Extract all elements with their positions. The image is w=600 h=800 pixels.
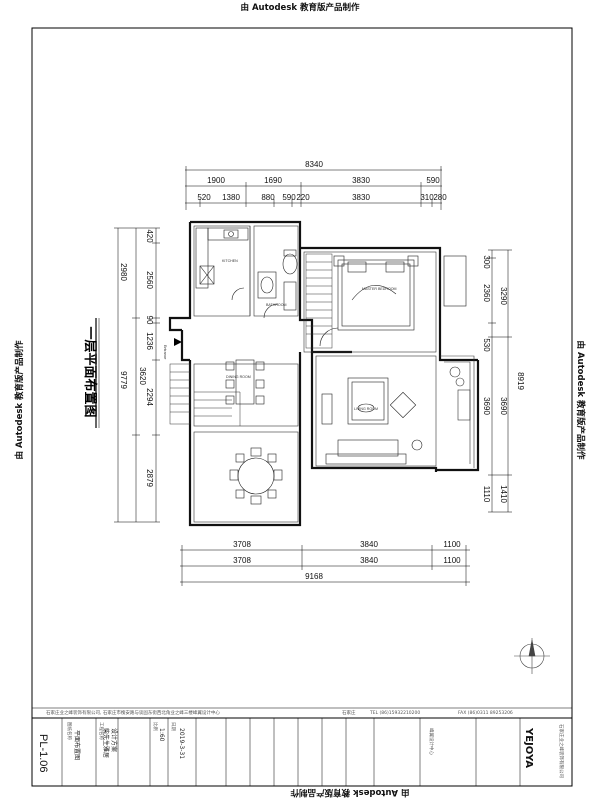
bedroom-label: MASTER BEDROOM xyxy=(362,287,397,291)
watermark-top: 由 Autodesk 教育版产品制作 xyxy=(240,2,360,13)
scale-value: 1:60 xyxy=(158,728,165,742)
dim-right-total: 8919 xyxy=(516,372,525,390)
company-city: 石家庄 xyxy=(342,709,356,716)
scale-label: 比例 xyxy=(152,722,159,731)
kitchen-label: KITCHEN xyxy=(222,259,238,263)
dim-right-2: 3690 xyxy=(499,397,508,415)
dim-right-r2-2: 2360 xyxy=(482,284,491,302)
project-name: 柴先生雅居 xyxy=(102,728,110,758)
dim-left-i6: 2879 xyxy=(145,469,154,487)
dim-top-r2-4: 590 xyxy=(282,193,296,202)
dining-label: DINING ROOM xyxy=(226,375,251,379)
living-room xyxy=(321,377,423,465)
dim-bottom-1: 3708 xyxy=(233,540,251,549)
note-block: 峰翼设计中心 xyxy=(428,728,435,755)
dim-left-b1: 3620 xyxy=(138,367,147,385)
dim-right-r2-1: 300 xyxy=(482,255,491,269)
dim-right-1: 3290 xyxy=(499,287,508,305)
wardrobe xyxy=(305,253,333,349)
inner-lines xyxy=(193,225,437,523)
dim-top-2: 1690 xyxy=(264,176,282,185)
living-label: LIVING ROOM xyxy=(354,407,378,411)
dim-bottom-r2-1: 3708 xyxy=(233,556,251,565)
dim-top-r2-1: 520 xyxy=(197,193,211,202)
dining-set xyxy=(225,359,265,405)
dim-top-r2-6: 3830 xyxy=(352,193,370,202)
drawing-label: 图纸名称 xyxy=(66,722,73,740)
dim-top-3: 3830 xyxy=(352,176,370,185)
logo-subtitle: 石家庄业之峰装饰有限公司 xyxy=(558,724,565,778)
dim-top-r2-7: 310 xyxy=(420,193,434,202)
bathroom-label: BATHROOM xyxy=(266,303,287,307)
watermark-bottom: 由 Autodesk 教育版产品制作 xyxy=(290,787,410,798)
dim-bottom-r2-2: 3840 xyxy=(360,556,378,565)
dim-bottom-total: 9168 xyxy=(305,572,323,581)
dim-left-i1: 420 xyxy=(145,229,154,243)
bottom-dimensions: 3708 3840 1100 3708 3840 1100 9168 xyxy=(180,540,470,586)
drawing-number: PL-1.06 xyxy=(37,734,49,773)
dim-bottom-3: 1100 xyxy=(443,540,461,549)
kitchen xyxy=(195,227,249,301)
dim-right-3: 1410 xyxy=(499,485,508,503)
dim-right-r2-3: 530 xyxy=(482,338,491,352)
dim-top-r2-3: 880 xyxy=(261,193,275,202)
dim-left-i4: 1236 xyxy=(145,332,154,350)
project-label: 工程名称 xyxy=(98,722,105,740)
top-dimensions: 8340 1900 1690 3830 590 520 1380 880 590… xyxy=(185,160,447,210)
date-value: 2019-3-31 xyxy=(178,728,185,759)
dim-top-4: 590 xyxy=(426,176,440,185)
project-scheme: 设计方案 xyxy=(110,728,118,752)
dim-top-r2-8: 280 xyxy=(433,193,447,202)
dim-right-r2-5: 1110 xyxy=(482,486,491,503)
date-label: 日期 xyxy=(170,722,176,731)
dim-top-total: 8340 xyxy=(305,160,323,169)
bedroom xyxy=(319,255,467,347)
right-dimensions: 8919 3290 3690 1410 300 2360 530 3690 11… xyxy=(482,249,525,513)
title-block xyxy=(31,707,573,787)
dim-left-i5: 2294 xyxy=(145,388,154,406)
company-fax: FAX (86)0311 89253206 xyxy=(458,710,513,716)
dim-top-1: 1900 xyxy=(207,176,225,185)
dim-left-2: 9779 xyxy=(119,371,128,389)
company-tel: TEL (86)15932210200 xyxy=(369,710,420,716)
walls xyxy=(168,220,480,527)
drawing-frame xyxy=(31,27,573,719)
dim-left-i3: 90 xyxy=(145,316,154,325)
drawing-name: 平面布置图 xyxy=(73,730,81,760)
watermark-right: 由 Autodesk 教育版产品制作 xyxy=(575,340,586,460)
stairs xyxy=(169,363,241,426)
dim-left-i2: 2560 xyxy=(145,271,154,289)
dim-bottom-2: 3840 xyxy=(360,540,378,549)
company-logo: YEJOYA xyxy=(523,727,534,768)
company-line: 石家庄业之峰装饰有限公司, 石家庄市槐安路与谈固东街西北角业之峰三楼峰翼设计中心 xyxy=(46,709,220,716)
round-table xyxy=(229,447,283,505)
bathroom xyxy=(257,249,298,319)
dim-right-r2-4: 3690 xyxy=(482,397,491,415)
entrance-arrow xyxy=(174,338,182,346)
dim-top-r2-5: 220 xyxy=(296,193,310,202)
left-dimensions: 2980 9779 3620 420 2560 90 1236 2294 287… xyxy=(114,227,160,523)
drawing-title: 一层平面布置图 xyxy=(82,326,98,417)
dim-top-r2-2: 1380 xyxy=(222,193,240,202)
watermark-left: 由 Autodesk 教育版产品制作 xyxy=(14,340,25,460)
balcony xyxy=(440,355,475,468)
dim-left-1: 2980 xyxy=(119,263,128,281)
dim-bottom-r2-3: 1100 xyxy=(443,556,461,565)
north-arrow-icon xyxy=(514,638,550,674)
entrance-label: Entrance xyxy=(163,345,167,359)
